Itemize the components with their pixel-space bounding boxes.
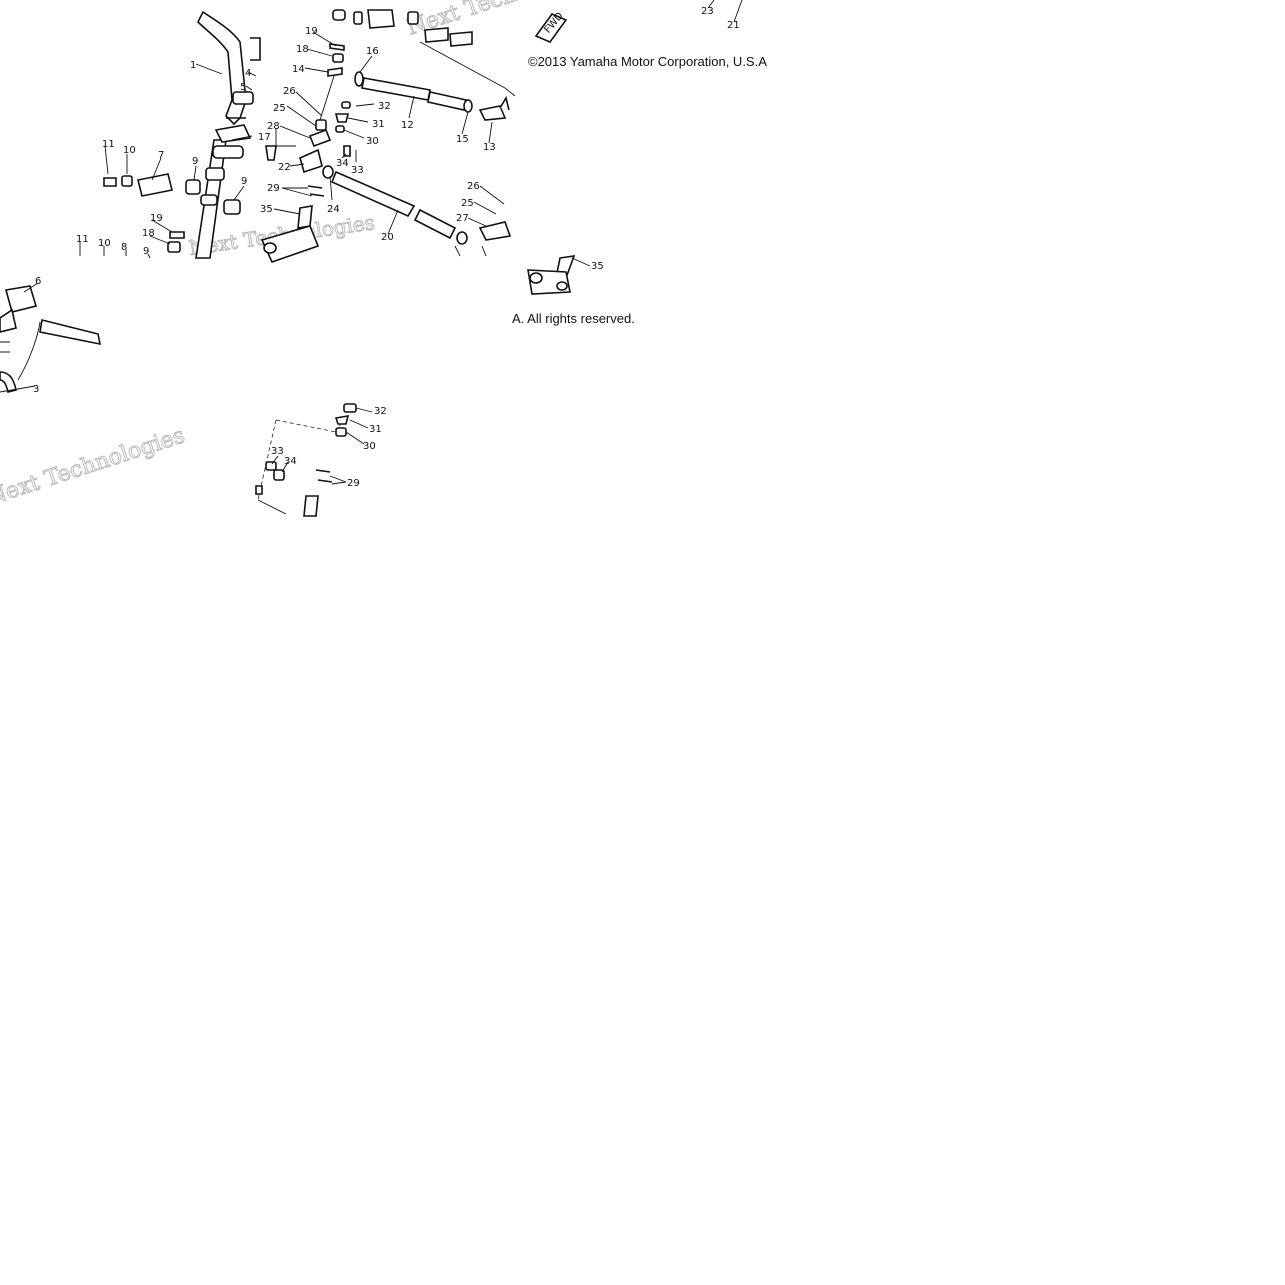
tie-rod-upper (354, 71, 510, 121)
bracket-4 (250, 37, 261, 61)
callout: 28 (267, 121, 280, 132)
callout: 16 (366, 46, 379, 57)
callout: 17 (258, 132, 271, 143)
callout: 32 (374, 406, 387, 417)
callout: 35 (260, 204, 273, 215)
callout: 29 (347, 478, 360, 489)
callout: 34 (284, 456, 297, 467)
top-row-parts (332, 9, 516, 97)
tie-rod-lower (330, 170, 512, 257)
callout: 5 (240, 82, 246, 93)
callout: 18 (296, 44, 309, 55)
callout: 9 (143, 246, 149, 257)
lower-hardware-group (255, 403, 357, 517)
center-hardware (265, 43, 351, 197)
callout: 7 (158, 150, 164, 161)
left-hardware (103, 173, 241, 253)
callout: 25 (461, 198, 474, 209)
callout: 30 (363, 441, 376, 452)
spindle-arm-center (260, 205, 320, 263)
spindle-arm-right (527, 255, 576, 295)
callout: 6 (35, 276, 41, 287)
callout: 24 (327, 204, 340, 215)
fwd-indicator: FWD (534, 10, 568, 43)
clamp-piece (232, 91, 254, 105)
callout: 11 (102, 139, 115, 150)
callout: 14 (292, 64, 305, 75)
callout: 32 (378, 101, 391, 112)
watermark: Next Technologies (0, 423, 188, 510)
callout: 26 (283, 86, 296, 97)
handlebar-grip-left (0, 285, 102, 393)
callout: 23 (701, 6, 714, 17)
callout: 19 (305, 26, 318, 37)
callout: 18 (142, 228, 155, 239)
copyright-text-continued: A. All rights reserved. (512, 311, 635, 326)
callout: 33 (351, 165, 364, 176)
callout: 9 (192, 156, 198, 167)
callout: 10 (123, 145, 136, 156)
callout: 21 (727, 20, 740, 31)
callout: 31 (369, 424, 382, 435)
callout: 22 (278, 162, 291, 173)
callout: 33 (271, 446, 284, 457)
callout: 11 (76, 234, 89, 245)
callout: 12 (401, 120, 414, 131)
callout: 4 (245, 68, 251, 79)
callout: 19 (150, 213, 163, 224)
callout: 25 (273, 103, 286, 114)
leader-lines (0, 0, 743, 485)
callout: 34 (336, 158, 349, 169)
callout: 31 (372, 119, 385, 130)
callout: 30 (366, 136, 379, 147)
callout: 10 (98, 238, 111, 249)
callout: 1 (190, 60, 196, 71)
callout: 15 (456, 134, 469, 145)
callout: 27 (456, 213, 469, 224)
copyright-text: ©2013 Yamaha Motor Corporation, U.S.A (528, 54, 767, 69)
callout: 29 (267, 183, 280, 194)
callout: 3 (33, 384, 39, 395)
callout: 35 (591, 261, 604, 272)
crop-mask (771, 0, 1285, 90)
callout: 26 (467, 181, 480, 192)
callout: 20 (381, 232, 394, 243)
callout-labels: 1 3 4 5 6 7 8 9 9 9 10 10 11 11 12 13 14… (33, 6, 740, 489)
callout: 9 (241, 176, 247, 187)
callout: 8 (121, 242, 127, 253)
callout: 13 (483, 142, 496, 153)
